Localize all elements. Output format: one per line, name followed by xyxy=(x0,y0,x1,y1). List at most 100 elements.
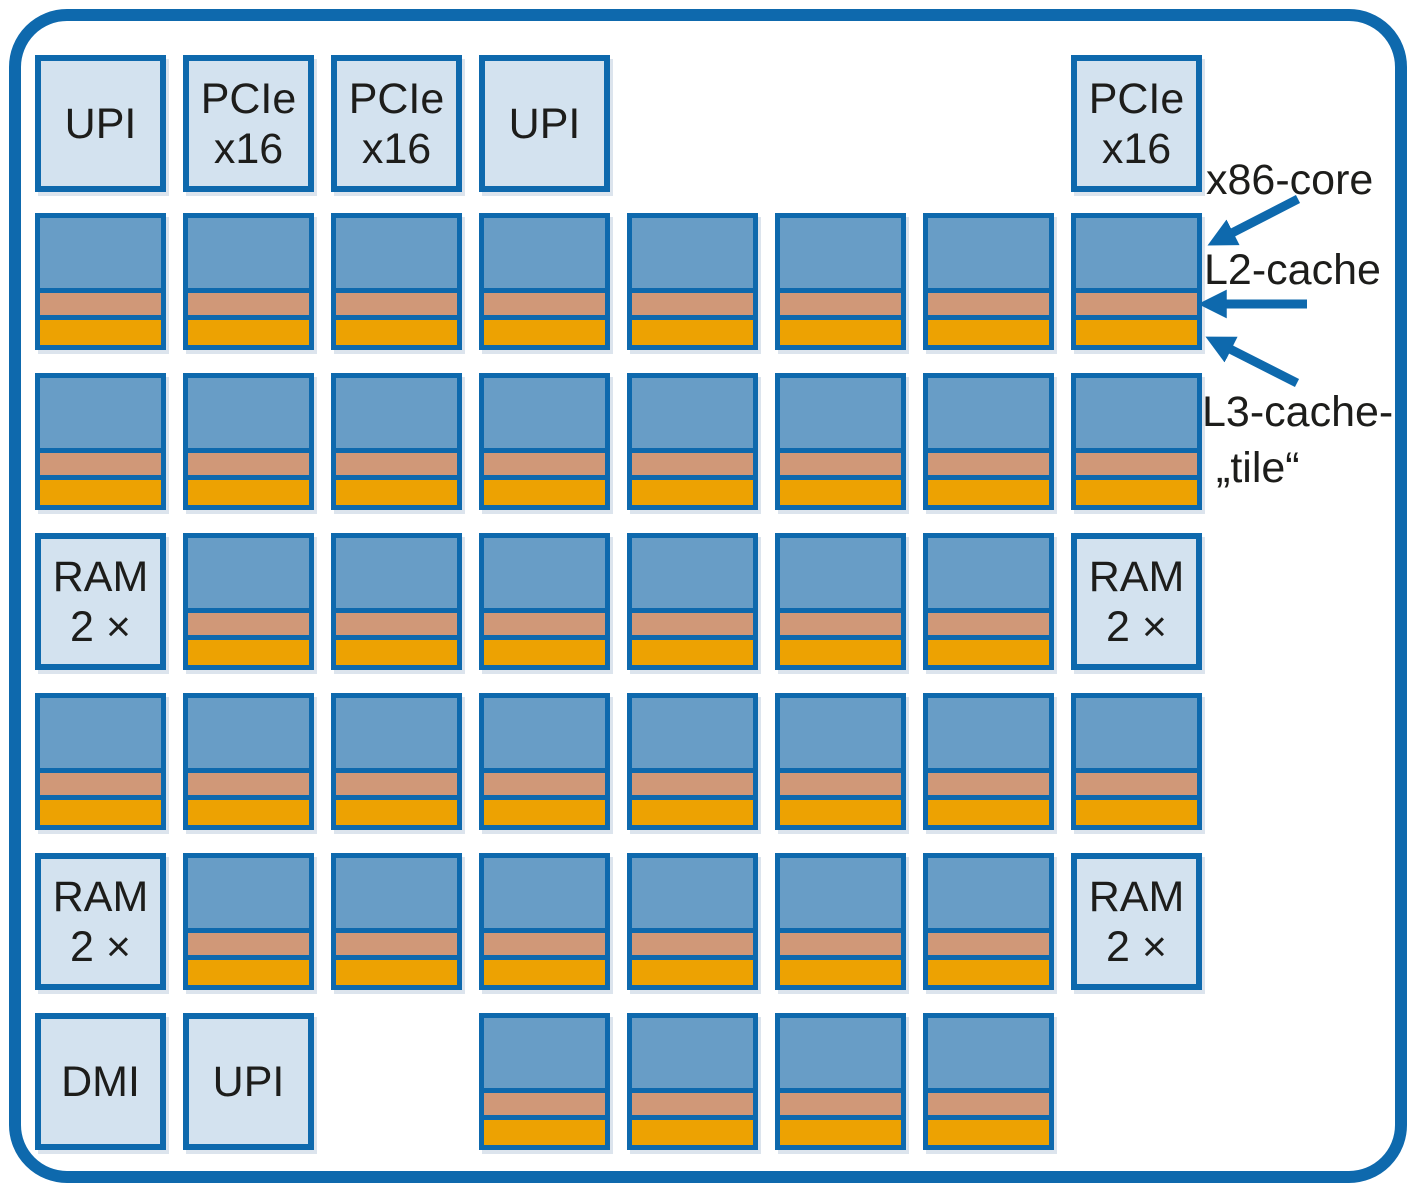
l2-cache-region xyxy=(484,1093,605,1115)
io-tile-label: DMI xyxy=(61,1057,140,1106)
core-tile xyxy=(923,693,1054,830)
core-tile xyxy=(479,693,610,830)
core-tile xyxy=(331,373,462,510)
x86-core-region xyxy=(484,378,605,448)
core-tile xyxy=(775,693,906,830)
l3-cache-tile-region xyxy=(780,800,901,825)
core-tile xyxy=(479,213,610,350)
l2-cache-region xyxy=(484,293,605,315)
l2-cache-region xyxy=(336,453,457,475)
x86-core-region xyxy=(780,858,901,928)
core-tile xyxy=(775,373,906,510)
x86-core-region xyxy=(484,698,605,768)
io-tile-label: 2 × xyxy=(70,602,131,651)
l3-cache-tile-region xyxy=(1076,480,1197,505)
io-tile-upi: UPI xyxy=(35,55,166,192)
io-tile-label: PCIe xyxy=(348,74,445,123)
core-tile xyxy=(35,693,166,830)
io-tile-label: RAM xyxy=(1088,552,1185,601)
x86-core-region xyxy=(632,378,753,448)
l2-cache-region xyxy=(780,1093,901,1115)
l3-cache-tile-region xyxy=(188,320,309,345)
l3-cache-tile-region xyxy=(632,480,753,505)
l3-cache-tile-region xyxy=(336,960,457,985)
core-tile xyxy=(331,533,462,670)
core-tile xyxy=(775,533,906,670)
l3-cache-tile-region xyxy=(484,480,605,505)
l2-cache-label: L2-cache xyxy=(1204,246,1381,294)
x86-core-region xyxy=(632,858,753,928)
l2-cache-region xyxy=(780,453,901,475)
core-tile xyxy=(479,373,610,510)
x86-core-region xyxy=(632,1018,753,1088)
core-tile xyxy=(923,1013,1054,1150)
l2-cache-region xyxy=(188,613,309,635)
l2-cache-region xyxy=(188,453,309,475)
l3-cache-tile-region xyxy=(928,1120,1049,1145)
x86-core-region xyxy=(484,218,605,288)
io-tile-upi: UPI xyxy=(479,55,610,192)
core-tile xyxy=(923,213,1054,350)
l3-cache-tile-label: L3-cache- „tile“ xyxy=(1202,384,1393,496)
core-tile xyxy=(1071,373,1202,510)
x86-core-region xyxy=(188,698,309,768)
x86-core-region xyxy=(632,698,753,768)
l2-cache-region xyxy=(632,293,753,315)
x86-core-region xyxy=(1076,218,1197,288)
l2-cache-region xyxy=(632,613,753,635)
l2-cache-region xyxy=(928,293,1049,315)
x86-core-region xyxy=(632,538,753,608)
l3-cache-tile-region xyxy=(928,320,1049,345)
x86-core-label: x86-core xyxy=(1206,156,1374,204)
x86-core-region xyxy=(40,698,161,768)
l2-cache-region xyxy=(632,933,753,955)
l2-cache-region xyxy=(188,933,309,955)
core-tile xyxy=(775,1013,906,1150)
l3-cache-tile-region xyxy=(188,800,309,825)
core-tile xyxy=(1071,693,1202,830)
x86-core-region xyxy=(40,378,161,448)
l3-cache-tile-region xyxy=(632,960,753,985)
l2-cache-region xyxy=(928,1093,1049,1115)
l3-cache-tile-region xyxy=(484,1120,605,1145)
l2-cache-region xyxy=(336,933,457,955)
l2-cache-region xyxy=(40,293,161,315)
x86-core-region xyxy=(928,698,1049,768)
x86-core-region xyxy=(780,538,901,608)
l2-cache-region xyxy=(1076,453,1197,475)
core-tile xyxy=(627,1013,758,1150)
io-tile-label: UPI xyxy=(212,1057,285,1106)
l2-cache-region xyxy=(928,453,1049,475)
l2-cache-region xyxy=(1076,293,1197,315)
core-tile xyxy=(183,533,314,670)
x86-core-region xyxy=(928,218,1049,288)
core-tile xyxy=(479,1013,610,1150)
core-tile xyxy=(183,373,314,510)
l2-cache-region xyxy=(780,613,901,635)
l3-cache-tile-region xyxy=(336,800,457,825)
io-tile-label: x16 xyxy=(361,124,432,173)
x86-core-region xyxy=(928,1018,1049,1088)
l3-cache-tile-region xyxy=(484,960,605,985)
l2-cache-region xyxy=(928,933,1049,955)
x86-core-region xyxy=(632,218,753,288)
l3-cache-tile-region xyxy=(928,480,1049,505)
core-tile xyxy=(923,533,1054,670)
l3-cache-tile-region xyxy=(780,320,901,345)
x86-core-region xyxy=(780,378,901,448)
l3-cache-tile-region xyxy=(336,640,457,665)
l3-cache-tile-region xyxy=(188,640,309,665)
x86-core-region xyxy=(780,218,901,288)
l3-cache-tile-region xyxy=(780,480,901,505)
io-tile-label: UPI xyxy=(508,99,581,148)
core-tile xyxy=(627,853,758,990)
core-tile xyxy=(627,373,758,510)
core-tile xyxy=(923,373,1054,510)
l3-cache-tile-region xyxy=(632,640,753,665)
l3-cache-tile-region xyxy=(188,480,309,505)
l3-cache-tile-region xyxy=(40,480,161,505)
